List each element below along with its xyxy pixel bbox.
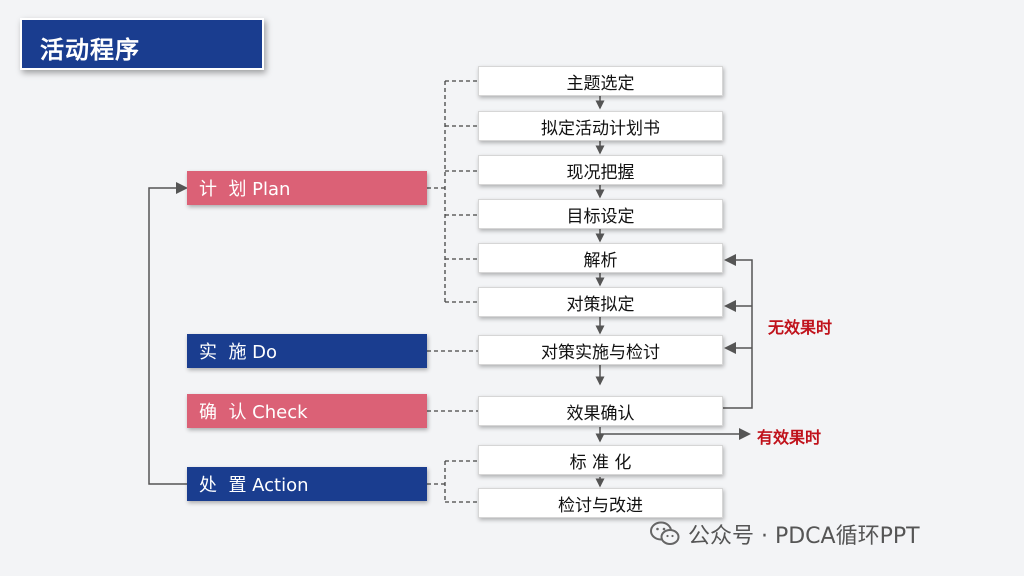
no-effect-label: 无效果时	[768, 318, 833, 337]
step-activity-plan: 拟定活动计划书	[478, 111, 723, 141]
step-review-improvement: 检讨与改进	[478, 488, 723, 518]
watermark: 公众号 · PDCA循环PPT	[650, 518, 920, 550]
phase-check: 确 认 Check	[187, 394, 427, 428]
step-countermeasure-plan: 对策拟定	[478, 287, 723, 317]
step-countermeasure-implementation: 对策实施与检讨	[478, 335, 723, 365]
step-current-situation: 现况把握	[478, 155, 723, 185]
phase-plan: 计 划 Plan	[187, 171, 427, 205]
cycle-loop	[148, 182, 188, 485]
do-check-links	[427, 350, 478, 412]
page-title: 活动程序	[40, 36, 140, 64]
watermark-text: 公众号 · PDCA循环PPT	[688, 524, 920, 549]
title-banner: 活动程序	[20, 18, 264, 70]
step-analysis: 解析	[478, 243, 723, 273]
phase-do: 实 施 Do	[187, 334, 427, 368]
plan-bracket	[427, 80, 478, 303]
step-topic-selection: 主题选定	[478, 66, 723, 96]
no-effect-loop	[723, 254, 753, 409]
phase-action: 处 置 Action	[187, 467, 427, 501]
has-effect-label: 有效果时	[757, 428, 822, 447]
step-standardization: 标 准 化	[478, 445, 723, 475]
step-effect-confirmation: 效果确认	[478, 396, 723, 426]
action-bracket	[427, 460, 478, 503]
step-goal-setting: 目标设定	[478, 199, 723, 229]
wechat-icon	[650, 521, 680, 545]
